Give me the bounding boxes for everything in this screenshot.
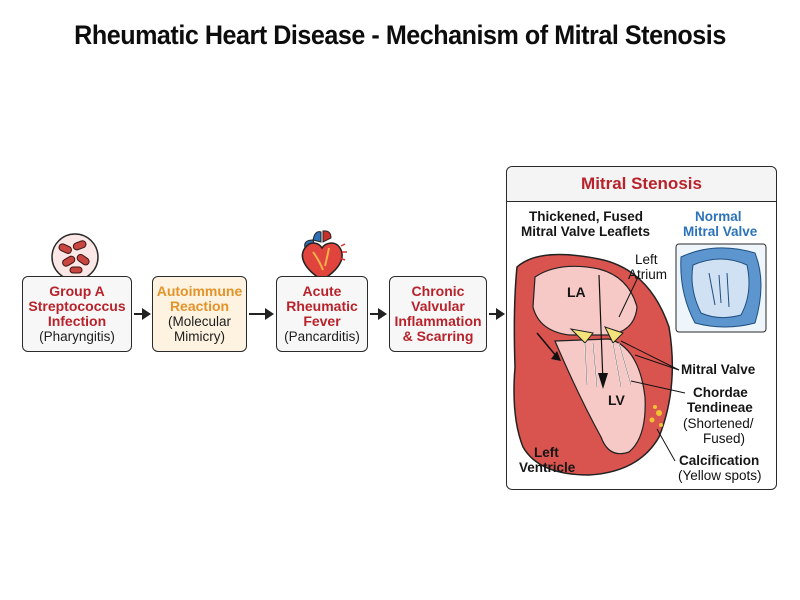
chordae-label-3: (Shortened/ <box>683 416 754 431</box>
step-4-line-3: Inflammation <box>394 313 482 329</box>
page-title: Rheumatic Heart Disease - Mechanism of M… <box>74 20 726 50</box>
la-label: LA <box>567 284 586 300</box>
left-ventricle-label-2: Ventricle <box>519 460 576 475</box>
step-2-line-2: Reaction <box>169 298 230 314</box>
left-atrium-label-1: Left <box>635 252 658 267</box>
heart-icon <box>301 230 347 281</box>
bacteria-icon <box>51 233 99 281</box>
step-4-line-1: Chronic <box>411 283 465 299</box>
normal-label-2: Mitral Valve <box>683 224 758 239</box>
arrow-1 <box>134 308 151 320</box>
step-3-sub: (Pancarditis) <box>284 329 360 344</box>
step-3-line-1: Acute <box>302 283 342 299</box>
mitral-valve-label: Mitral Valve <box>681 362 756 377</box>
step-chronic-inflammation: Chronic Valvular Inflammation & Scarring <box>389 276 487 352</box>
normal-valve-illustration <box>675 243 767 333</box>
step-acute-rheumatic-fever: Acute Rheumatic Fever (Pancarditis) <box>276 276 368 352</box>
leader-lines <box>618 274 686 462</box>
step-2-sub-2: Mimicry) <box>174 329 225 344</box>
arrow-4 <box>489 308 505 320</box>
step-4-line-2: Valvular <box>411 298 465 314</box>
normal-label-1: Normal <box>695 209 742 224</box>
step-1-line-1: Group A <box>49 283 105 299</box>
thickened-label-1: Thickened, Fused <box>529 209 644 224</box>
calcification-label-1: Calcification <box>679 453 760 468</box>
step-group-a-strep: Group A Streptococcus Infection (Pharyng… <box>22 276 132 352</box>
step-2-sub-1: (Molecular <box>167 314 232 329</box>
chordae-label-1: Chordae <box>693 385 748 400</box>
thickened-label-2: Mitral Valve Leaflets <box>521 224 651 239</box>
chordae-label-4: Fused) <box>703 431 746 446</box>
step-autoimmune: Autoimmune Reaction (Molecular Mimicry) <box>152 276 247 352</box>
lv-label: LV <box>608 392 625 408</box>
step-4-line-4: & Scarring <box>402 328 474 344</box>
arrow-2 <box>249 308 274 320</box>
mitral-stenosis-panel: Mitral Stenosis Thickened, Fused Mitral … <box>506 166 777 490</box>
step-3-line-3: Fever <box>303 313 341 329</box>
panel-title: Mitral Stenosis <box>507 167 776 202</box>
calcification-label-2: (Yellow spots) <box>678 468 762 483</box>
arrow-3 <box>370 308 387 320</box>
step-2-line-1: Autoimmune <box>156 283 243 299</box>
stenotic-heart-illustration <box>513 253 674 476</box>
step-1-sub: (Pharyngitis) <box>39 329 115 344</box>
step-3-line-2: Rheumatic <box>286 298 358 314</box>
left-ventricle-label-1: Left <box>534 445 559 460</box>
chordae-label-2: Tendineae <box>687 400 753 415</box>
step-1-line-3: Infection <box>47 313 107 329</box>
step-1-line-2: Streptococcus <box>28 298 126 314</box>
